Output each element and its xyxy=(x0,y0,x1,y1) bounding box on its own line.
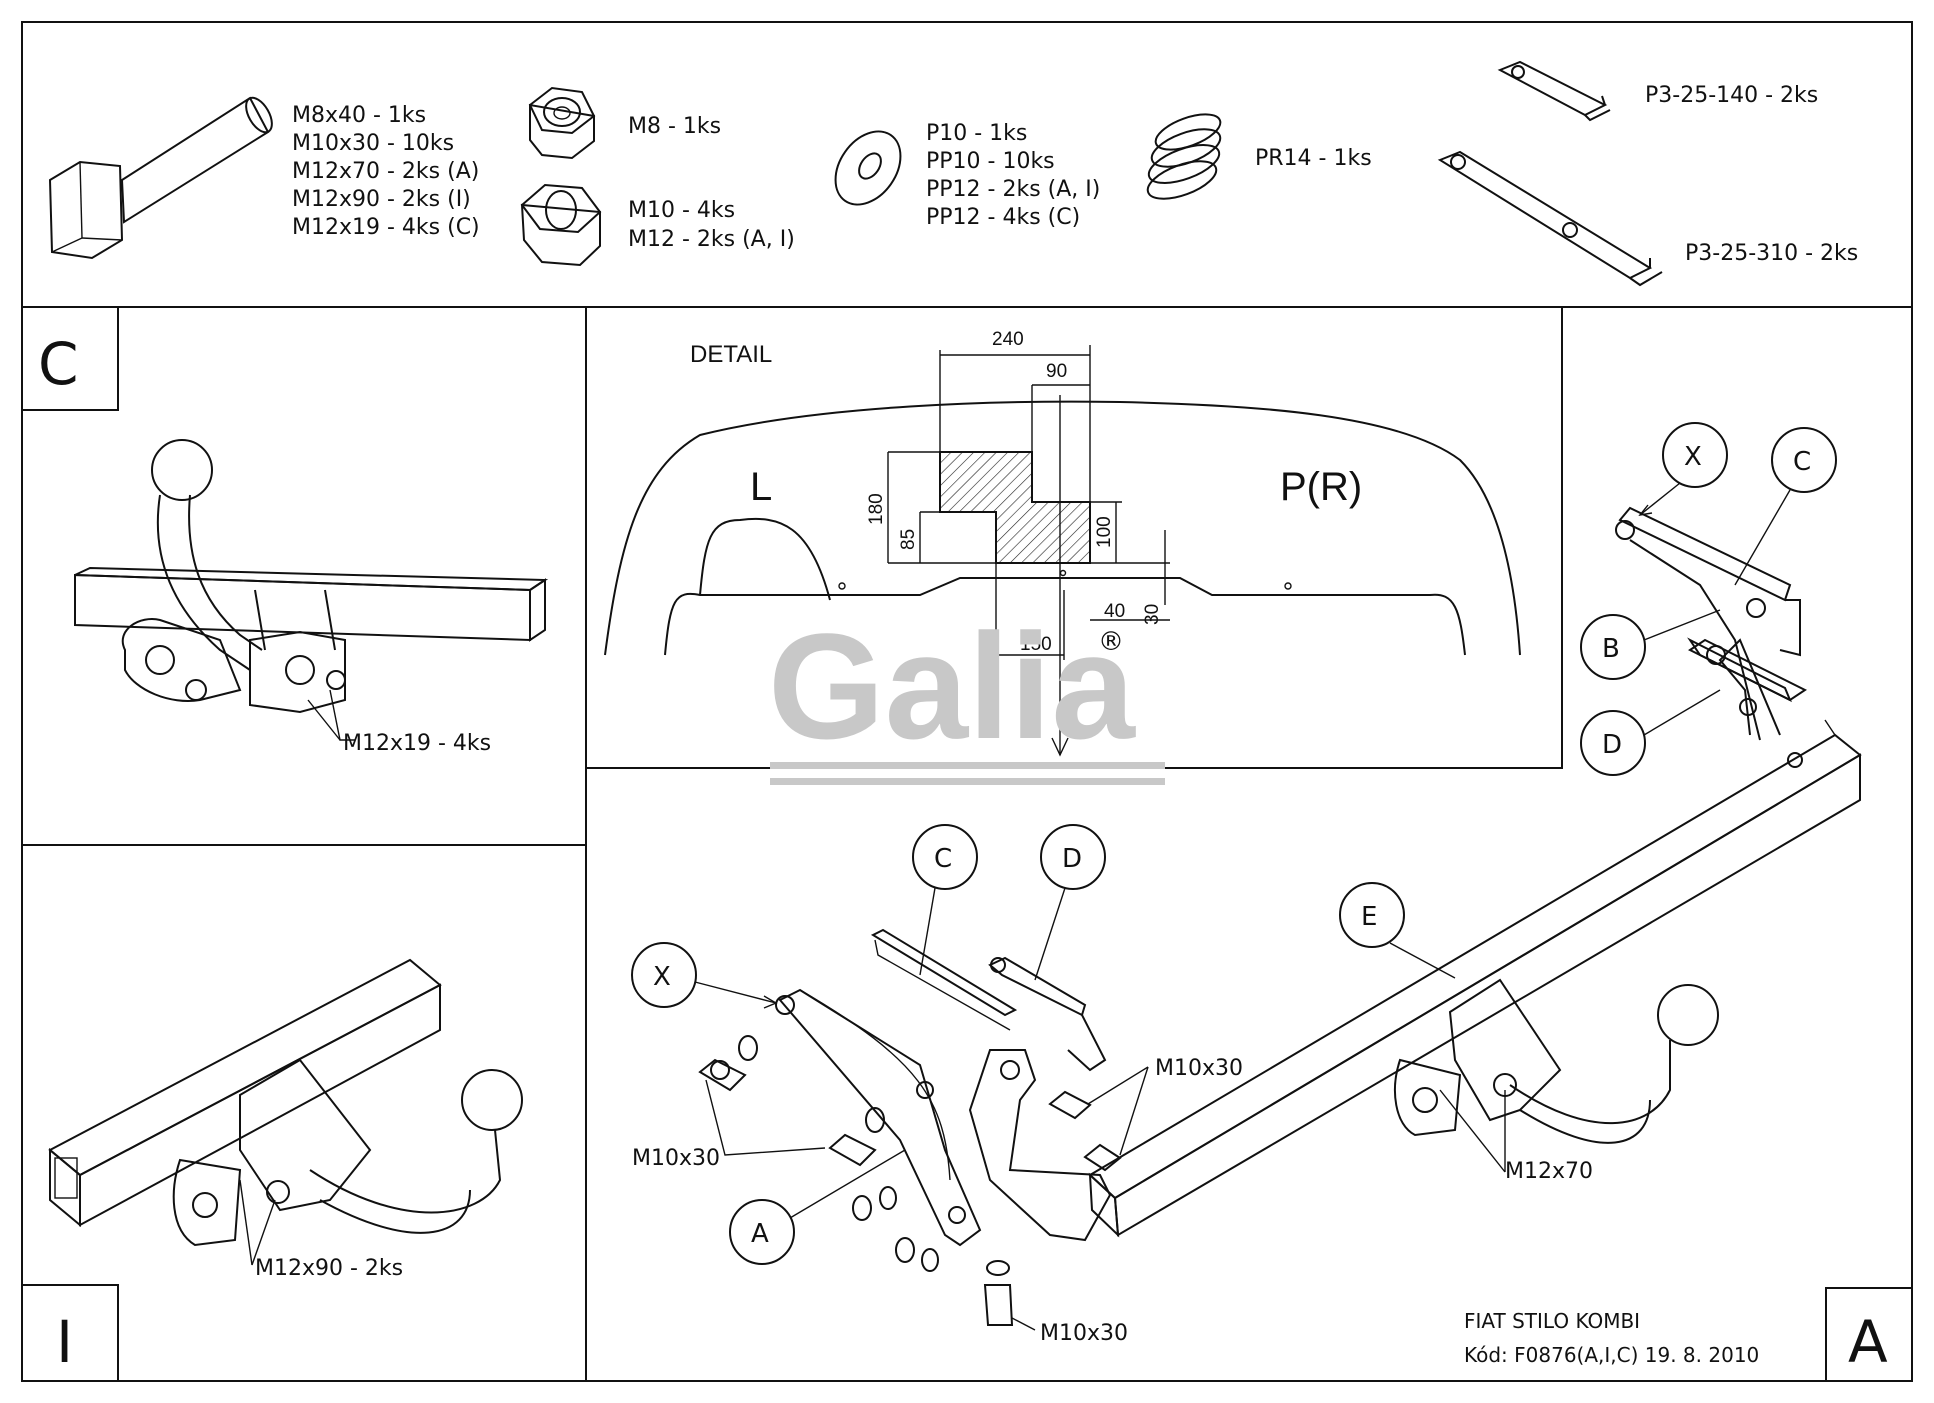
bolt-list-line-1: M8x40 - 1ks xyxy=(292,103,426,128)
strip-long-illustration xyxy=(1437,150,1663,287)
m10x30-right-leader xyxy=(1087,1066,1149,1105)
bolt-list-line-5: M12x19 - 4ks (C) xyxy=(292,215,480,240)
callout-c-top-letter: C xyxy=(1793,447,1811,477)
detail-mounting-zone xyxy=(939,451,1091,564)
panel-a-letter-box xyxy=(1825,1287,1912,1381)
nut-m8-label: M8 - 1ks xyxy=(628,114,721,139)
watermark-registered-mark: ® xyxy=(1098,627,1124,657)
m10x30-left-label: M10x30 xyxy=(632,1146,720,1171)
detail-title: DETAIL xyxy=(690,341,772,368)
callout-d-middle-letter: D xyxy=(1062,844,1082,874)
strip-short-label: P3-25-140 - 2ks xyxy=(1645,83,1818,108)
callout-e-letter: E xyxy=(1361,902,1377,932)
washer-illustration xyxy=(834,130,902,206)
m12x70-leader xyxy=(1439,1089,1506,1173)
callout-c-top xyxy=(1734,427,1837,586)
detail-dim-240: 240 xyxy=(992,329,1024,350)
m12x70-label: M12x70 xyxy=(1505,1159,1593,1184)
panel-a-loose-fasteners xyxy=(698,1035,1122,1326)
panel-c-letter: C xyxy=(38,330,79,398)
panel-i-bolt-leader-2 xyxy=(251,1199,276,1266)
callout-x-top xyxy=(1638,422,1728,516)
washer-list-line-1: P10 - 1ks xyxy=(926,121,1027,146)
nut-m12-label: M12 - 2ks (A, I) xyxy=(628,227,795,252)
callout-a xyxy=(729,1149,906,1265)
detail-left-side-label: L xyxy=(750,465,772,509)
m10x30-right-label: M10x30 xyxy=(1155,1056,1243,1081)
callout-b xyxy=(1580,609,1721,680)
m10x30-right-leader-2 xyxy=(1119,1066,1149,1156)
callout-d-top xyxy=(1580,689,1721,776)
callout-c-middle-letter: C xyxy=(934,844,952,874)
nut-m10-label: M10 - 4ks xyxy=(628,198,735,223)
callout-c-middle xyxy=(912,824,978,976)
panel-i-letter-box xyxy=(22,1284,119,1381)
title-block-model: FIAT STILO KOMBI xyxy=(1464,1309,1640,1333)
panel-a-towball-illustration xyxy=(1394,978,1719,1144)
detail-dim-85: 85 xyxy=(898,529,919,550)
panel-i-towbar-illustration xyxy=(48,958,523,1247)
washer-list-line-3: PP12 - 2ks (A, I) xyxy=(926,177,1100,202)
washer-list-line-4: PP12 - 4ks (C) xyxy=(926,205,1080,230)
drawing-frame xyxy=(21,21,1913,1382)
callout-e xyxy=(1339,882,1456,979)
strip-long-label: P3-25-310 - 2ks xyxy=(1685,241,1858,266)
spring-label: PR14 - 1ks xyxy=(1255,146,1372,171)
panel-i-bolt-leader xyxy=(239,1179,253,1266)
detail-dimension-lines xyxy=(887,345,1170,757)
callout-b-letter: B xyxy=(1602,634,1620,664)
bolt-list-line-4: M12x90 - 2ks (I) xyxy=(292,187,471,212)
watermark-underline-1 xyxy=(770,762,1165,769)
galia-watermark-logo: Galia xyxy=(768,602,1136,770)
strip-short-illustration xyxy=(1497,60,1611,122)
detail-dim-100: 100 xyxy=(1094,516,1115,548)
detail-dim-30: 30 xyxy=(1142,604,1163,625)
panel-a-letter: A xyxy=(1848,1308,1888,1376)
callout-x-middle-letter: X xyxy=(653,962,671,992)
nut-m10-illustration xyxy=(520,183,602,267)
panel-i-bolt-label: M12x90 - 2ks xyxy=(255,1256,403,1281)
panel-a-crossbar-illustration xyxy=(1088,637,1862,1238)
callout-a-letter: A xyxy=(751,1219,769,1249)
callout-d-middle xyxy=(1034,824,1106,981)
m10x30-bottom-leader xyxy=(1011,1317,1036,1331)
bolt-illustration xyxy=(48,96,273,260)
bolt-list-line-2: M10x30 - 10ks xyxy=(292,131,454,156)
m10x30-bottom-label: M10x30 xyxy=(1040,1321,1128,1346)
panel-i-letter: I xyxy=(56,1308,73,1376)
detail-right-side-label: P(R) xyxy=(1280,465,1362,509)
nut-m8-illustration xyxy=(528,86,596,160)
detail-dim-180: 180 xyxy=(866,493,887,525)
bolt-list-line-3: M12x70 - 2ks (A) xyxy=(292,159,479,184)
callout-x-middle xyxy=(631,942,778,1009)
panel-c-letter-box xyxy=(22,307,119,411)
watermark-underline-2 xyxy=(770,778,1165,785)
detail-dim-90: 90 xyxy=(1046,361,1067,382)
panel-c-bolt-leader-2 xyxy=(307,699,341,741)
detail-bumper-outline xyxy=(604,400,1521,656)
panel-a-left-side-bracket xyxy=(775,928,1112,1247)
washer-list-line-2: PP10 - 10ks xyxy=(926,149,1055,174)
panel-c-bolt-label: M12x19 - 4ks xyxy=(343,731,491,756)
panel-a-right-side-bracket xyxy=(1615,506,1807,768)
title-block-code: Kód: F0876(A,I,C) 19. 8. 2010 xyxy=(1464,1343,1759,1367)
detail-dim-150: 150 xyxy=(1020,634,1052,655)
m10x30-left-leader xyxy=(705,1079,826,1156)
detail-dim-40: 40 xyxy=(1104,601,1125,622)
spring-illustration xyxy=(1146,113,1222,200)
callout-x-top-letter: X xyxy=(1684,442,1702,472)
callout-d-top-letter: D xyxy=(1602,730,1622,760)
panel-c-towbar-illustration xyxy=(74,439,549,714)
